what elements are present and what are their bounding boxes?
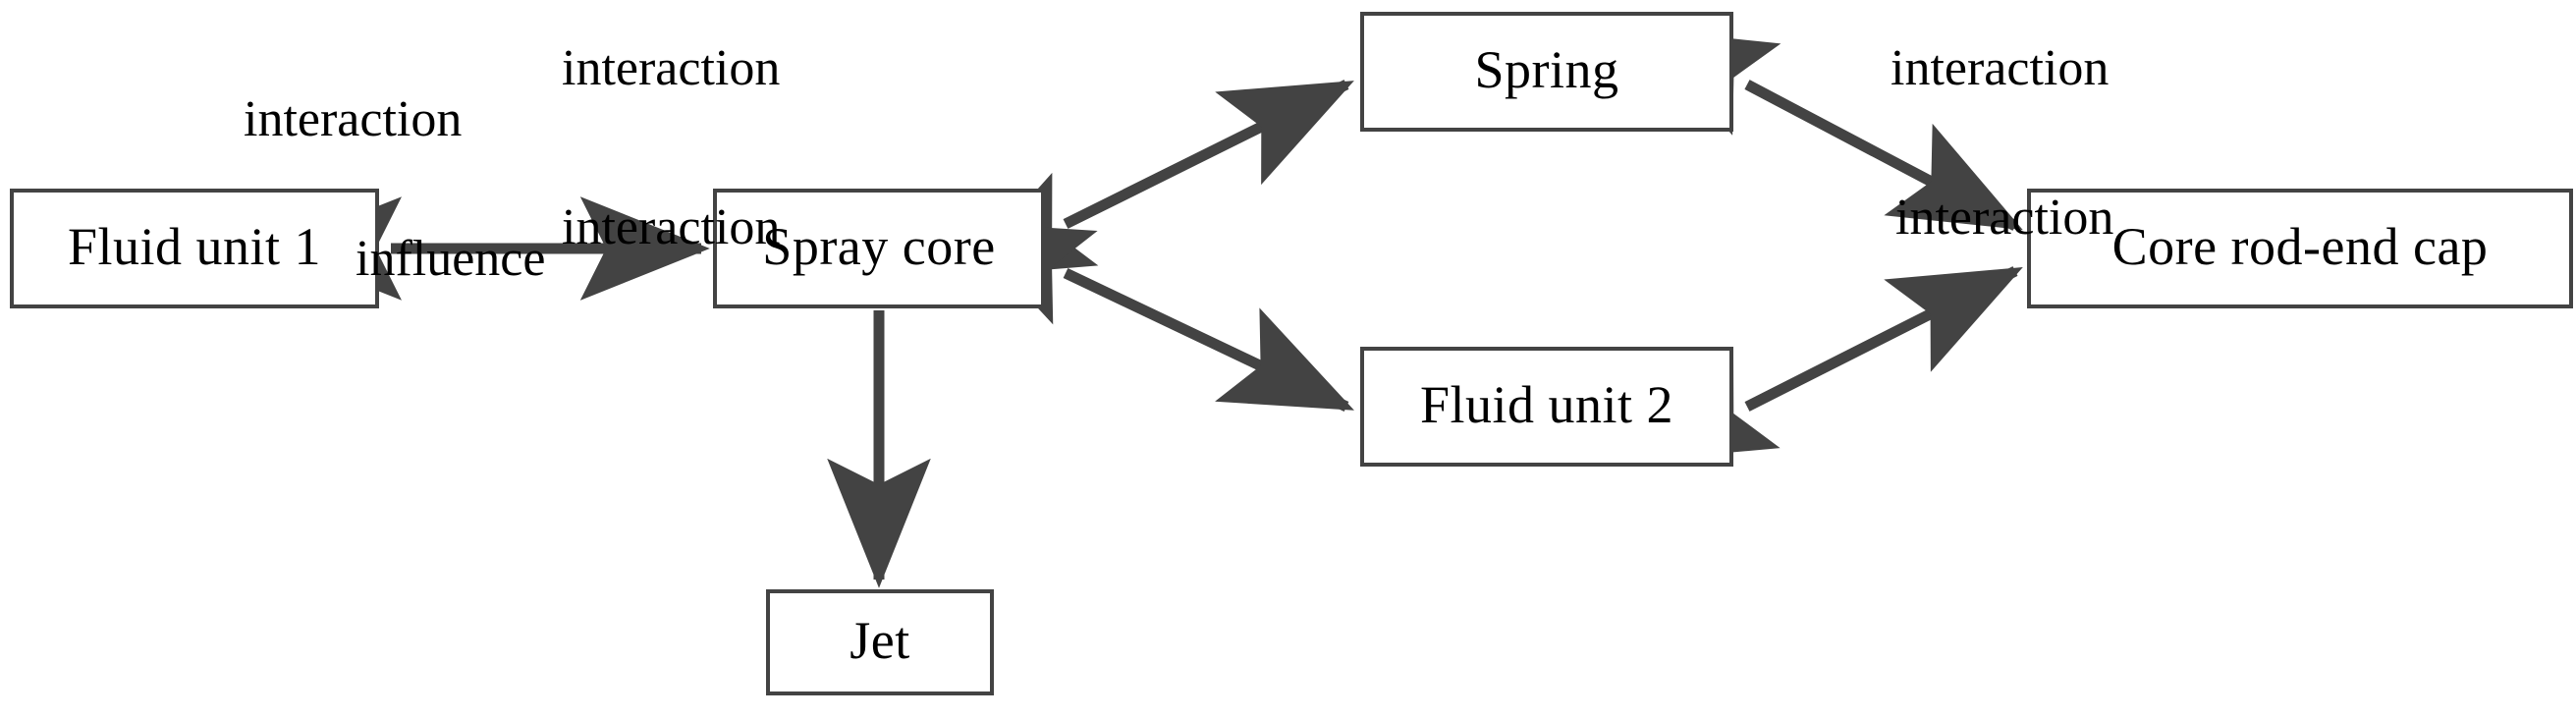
node-spray-core[interactable]: Spray core [713,189,1045,308]
node-label-jet: Jet [850,611,910,670]
edge-label-spraycore-spring: interaction [562,40,781,96]
node-core-rod-end-cap[interactable]: Core rod-end cap [2027,189,2573,308]
node-label-spring: Spring [1474,40,1619,99]
node-spring[interactable]: Spring [1360,12,1733,132]
edge-label-fluid2-corerod: interaction [1895,190,2114,246]
edge-label-spraycore-fluid2: interaction [562,199,781,255]
node-label-core-rod-end-cap: Core rod-end cap [2111,217,2489,276]
node-jet[interactable]: Jet [766,589,994,695]
edge-label-fluid1-spraycore: interaction [244,91,463,147]
edge-spraycore-spring [959,80,1354,277]
edge-label-spring-corerod: interaction [1891,40,2110,96]
node-fluid-unit-1[interactable]: Fluid unit 1 [10,189,379,308]
node-label-spray-core: Spray core [762,217,996,276]
edge-spring-corerod [1641,28,2023,231]
edge-label-spraycore-jet: influence [356,231,546,287]
node-label-fluid-unit-2: Fluid unit 2 [1419,375,1674,434]
node-label-fluid-unit-1: Fluid unit 1 [67,217,322,276]
edge-fluid2-corerod [1641,266,2023,461]
node-fluid-unit-2[interactable]: Fluid unit 2 [1360,347,1733,467]
edge-spraycore-fluid2 [958,222,1354,412]
